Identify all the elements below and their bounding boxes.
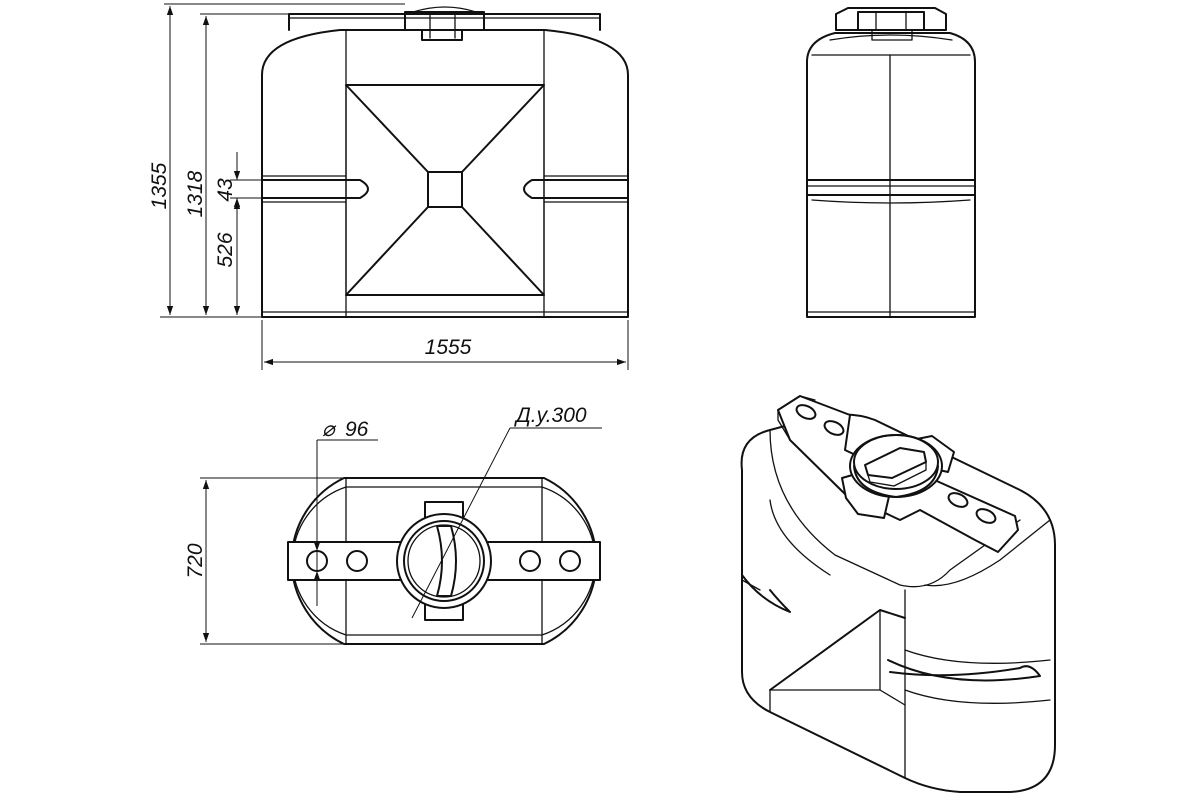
side-view <box>806 7 976 318</box>
dim-overall-height: 1355 <box>148 162 171 209</box>
front-dimensions: 1355 1318 43 526 1555 <box>148 3 629 370</box>
dim-lower-height: 526 <box>214 232 237 267</box>
isometric-view <box>740 395 1056 793</box>
dim-width: 720 <box>184 543 207 578</box>
front-view <box>261 6 629 318</box>
top-view: 720 ⌀ 96 Д.у.300 <box>184 404 602 645</box>
dim-body-height: 1318 <box>184 170 207 217</box>
dim-hole-diameter: 96 <box>345 418 369 441</box>
dim-hole-diameter-symbol: ⌀ <box>322 418 337 441</box>
dim-groove-height: 43 <box>214 178 237 202</box>
dim-length: 1555 <box>425 336 472 359</box>
dim-neck-diameter: Д.у.300 <box>514 404 587 427</box>
